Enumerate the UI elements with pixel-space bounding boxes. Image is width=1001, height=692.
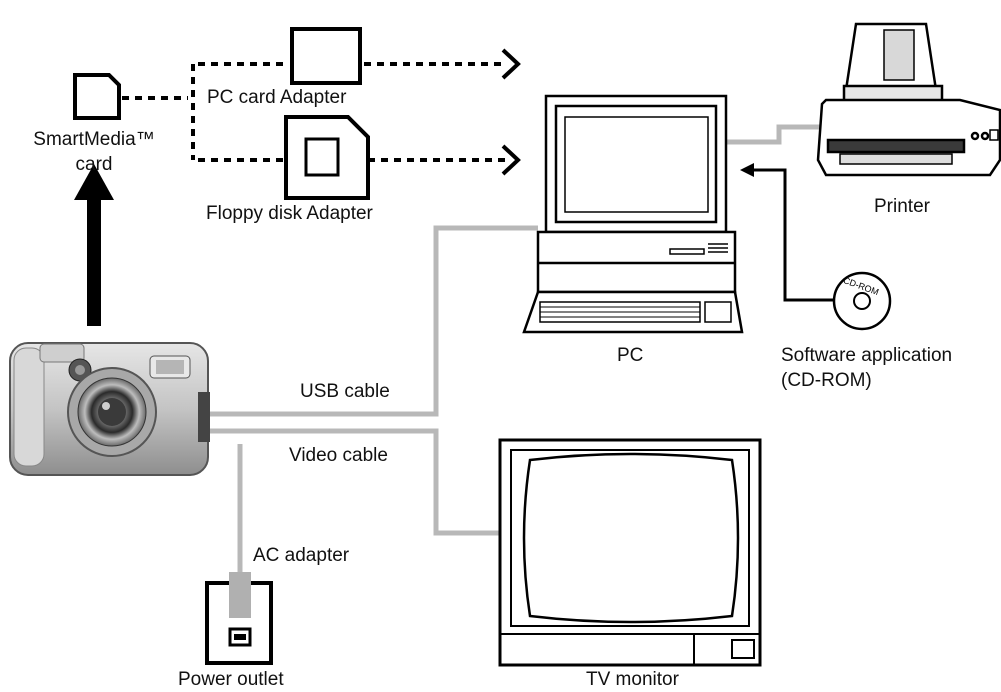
arrow-up-icon <box>74 164 114 326</box>
dotted-connectors <box>122 62 505 162</box>
printer-label: Printer <box>874 196 930 217</box>
chevron-arrow-icons <box>501 48 521 176</box>
power-outlet-icon <box>205 572 273 665</box>
printer-icon <box>816 22 1001 177</box>
ac-adapter-label: AC adapter <box>253 545 350 566</box>
pc-card-adapter-icon <box>290 27 362 85</box>
usb-cable-line <box>210 225 538 417</box>
floppy-adapter-icon <box>284 115 370 200</box>
video-cable-label: Video cable <box>289 445 388 466</box>
printer-cable <box>727 124 824 145</box>
video-cable-line <box>210 428 510 536</box>
pc-icon <box>522 94 744 334</box>
software-label-line2: (CD-ROM) <box>781 370 872 391</box>
tv-monitor-label: TV monitor <box>586 669 679 690</box>
pc-label: PC <box>617 345 644 366</box>
floppy-adapter-label: Floppy disk Adapter <box>206 203 373 224</box>
usb-cable-label: USB cable <box>300 381 390 402</box>
smartmedia-card-icon <box>73 73 121 120</box>
smartmedia-label: SmartMedia™ <box>33 129 155 150</box>
smartmedia-card-label: card <box>75 154 113 175</box>
software-label-line1: Software application <box>781 345 953 366</box>
cd-rom-icon: CD-ROM <box>740 163 892 331</box>
tv-monitor-icon <box>498 438 762 667</box>
pc-card-adapter-label: PC card Adapter <box>207 87 347 108</box>
power-outlet-label: Power outlet <box>178 669 284 690</box>
camera-icon <box>9 342 210 476</box>
cables <box>210 124 824 575</box>
